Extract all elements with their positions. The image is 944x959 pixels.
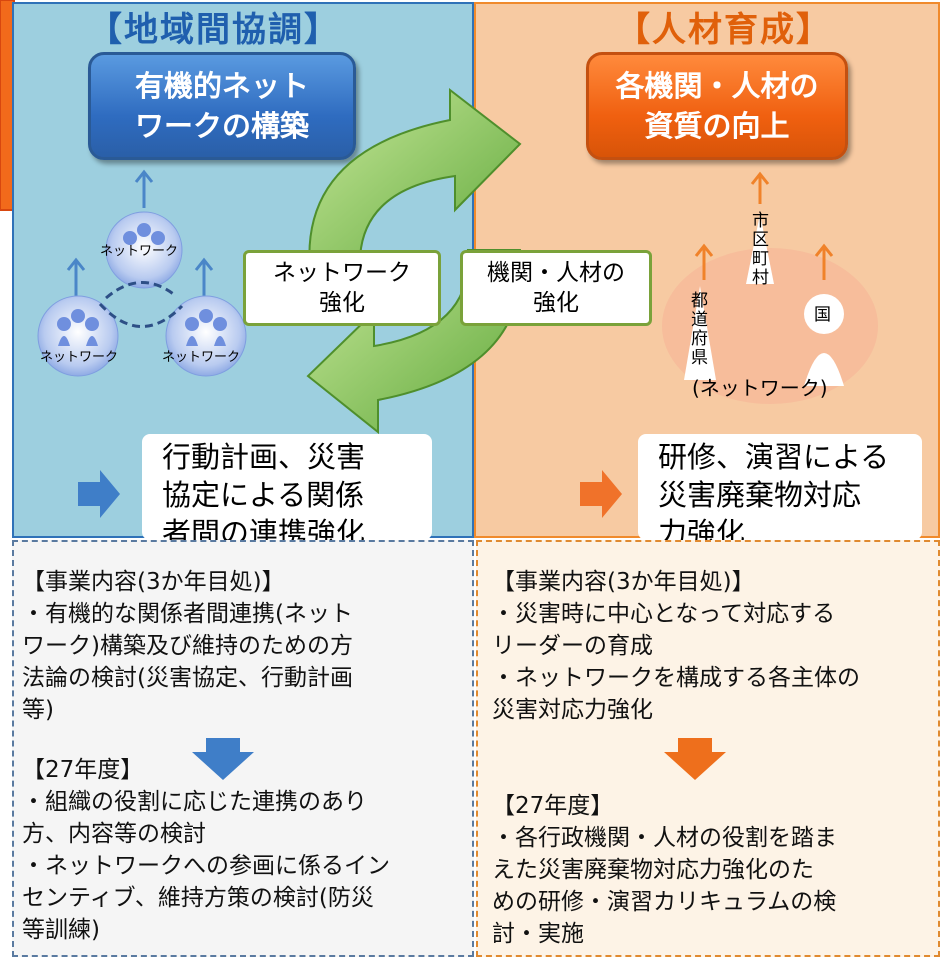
network-label-top: ネットワーク (100, 244, 179, 259)
municipality-label: 市区町村 (752, 211, 769, 288)
right-year-body: ・各行政機関・人材の役割を踏ま えた災害廃棄物対応力強化のた めの研修・演習カリ… (492, 825, 837, 947)
network-strengthen-label: ネットワーク 強化 (243, 250, 441, 326)
prefecture-label: 都道府県 (691, 291, 708, 368)
blue-down-arrow-icon (192, 738, 254, 780)
left-year-body: ・組織の役割に応じた連携のあり 方、内容等の検討 ・ネットワークへの参画に係るイ… (22, 789, 390, 943)
network-label-right: ネットワーク (162, 350, 241, 365)
up-arrow-icon (694, 171, 834, 280)
organization-diagram (662, 171, 878, 404)
right-content-heading: 【事業内容(3か年目処)】 (492, 569, 755, 595)
network-node-top (105, 211, 183, 289)
up-arrow-icon (66, 169, 214, 296)
network-diagram (37, 169, 247, 377)
municipality-figure (746, 214, 774, 284)
capacity-improvement-button: 各機関・人材の 資質の向上 (586, 52, 848, 160)
right-result-box: 研修、演習による 災害廃棄物対応 力強化 (638, 434, 922, 550)
cycle-arrow-upper (308, 87, 522, 271)
left-year-heading: 【27年度】 (22, 757, 144, 783)
network-link (98, 281, 184, 328)
network-node-left (37, 295, 119, 377)
national-label: 国 (814, 305, 831, 325)
right-heading: 【人材育成】 (616, 10, 832, 50)
blue-pointer-icon (78, 470, 120, 518)
orange-down-arrow-icon (664, 738, 726, 780)
left-details-panel (12, 540, 474, 957)
left-content-body: ・有機的な関係者間連携(ネット ワーク)構築及び維持のための方 法論の検討(災害… (22, 601, 353, 723)
right-content-body: ・災害時に中心となって対応する リーダーの育成 ・ネットワークを構成する各主体の… (492, 601, 860, 723)
prefecture-figure (684, 286, 716, 380)
network-node-right (165, 295, 247, 377)
network-building-button: 有機的ネット ワークの構築 (88, 52, 356, 160)
left-heading: 【地域間協調】 (88, 10, 340, 50)
left-result-box: 行動計画、災害 協定による関係 者間の連携強化 (142, 434, 432, 550)
orange-pointer-icon (580, 470, 622, 518)
right-year-heading: 【27年度】 (492, 793, 614, 819)
left-content-heading: 【事業内容(3か年目処)】 (22, 569, 285, 595)
network-caption: (ネットワーク) (692, 376, 828, 400)
org-strengthen-label: 機関・人材の 強化 (460, 250, 652, 326)
network-label-left: ネットワーク (40, 350, 119, 365)
national-figure (804, 294, 844, 386)
